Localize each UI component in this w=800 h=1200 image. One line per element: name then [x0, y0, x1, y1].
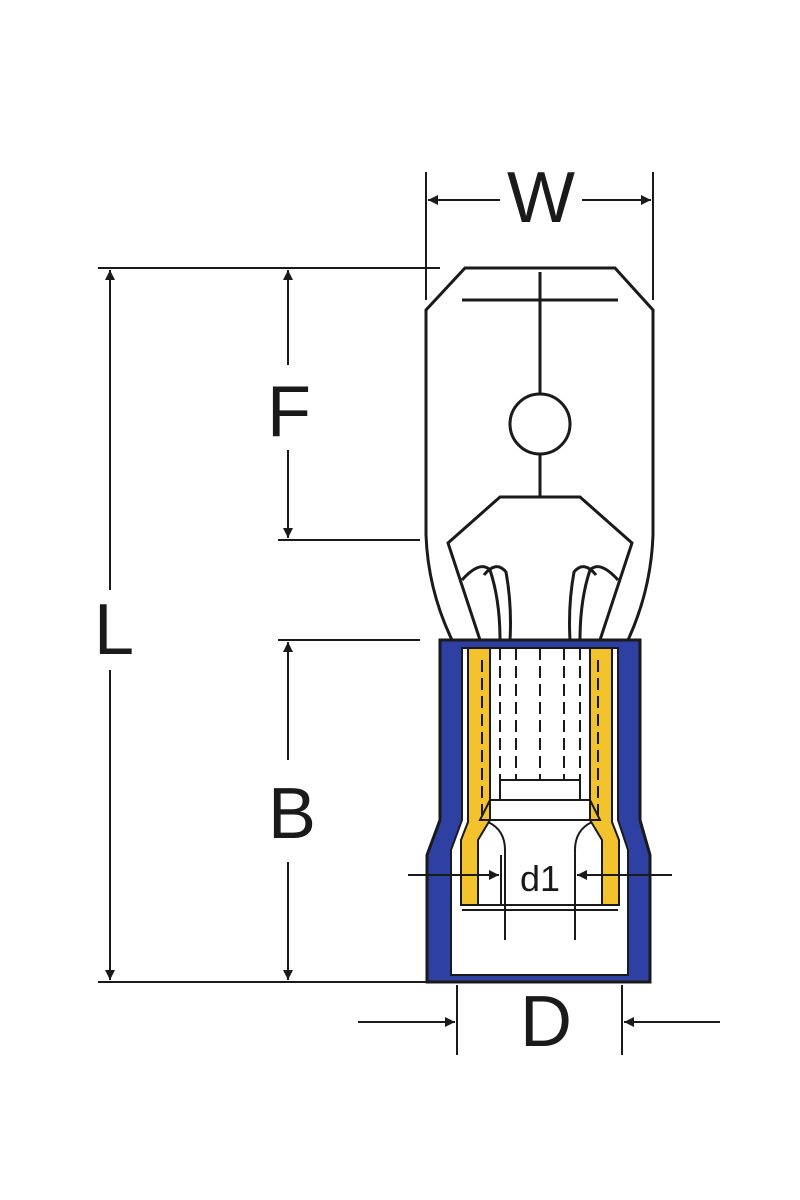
- f-label-bg: [262, 370, 314, 446]
- barrel-bottom: [462, 779, 618, 940]
- male-blade-terminal: [424, 266, 655, 642]
- brass-sleeve-right: [589, 647, 620, 906]
- funnel-curve-right-inner: [568, 565, 598, 641]
- insulation-sleeve: [425, 638, 652, 984]
- l-label-bg: [88, 595, 136, 667]
- dim-label-d: D: [520, 982, 572, 1062]
- dim-label-w: W: [507, 158, 575, 238]
- extension-lines: [98, 172, 654, 1055]
- dim-label-d1: d1: [520, 858, 560, 899]
- barrel-hidden-lines: [481, 648, 599, 815]
- blade-detent-hole: [508, 392, 572, 456]
- b-label-bg: [262, 765, 318, 857]
- w-label-bg: [505, 165, 577, 235]
- dim-label-f: F: [267, 372, 311, 452]
- dim-label-l: L: [94, 590, 134, 670]
- dim-label-b: B: [268, 774, 316, 854]
- funnel-curve-left-inner: [482, 565, 512, 641]
- insulation-cavity: [450, 647, 629, 976]
- d1-label-bg: [507, 855, 573, 899]
- dimension-lines: [105, 195, 720, 1027]
- funnel-curve-right-outer: [578, 565, 620, 641]
